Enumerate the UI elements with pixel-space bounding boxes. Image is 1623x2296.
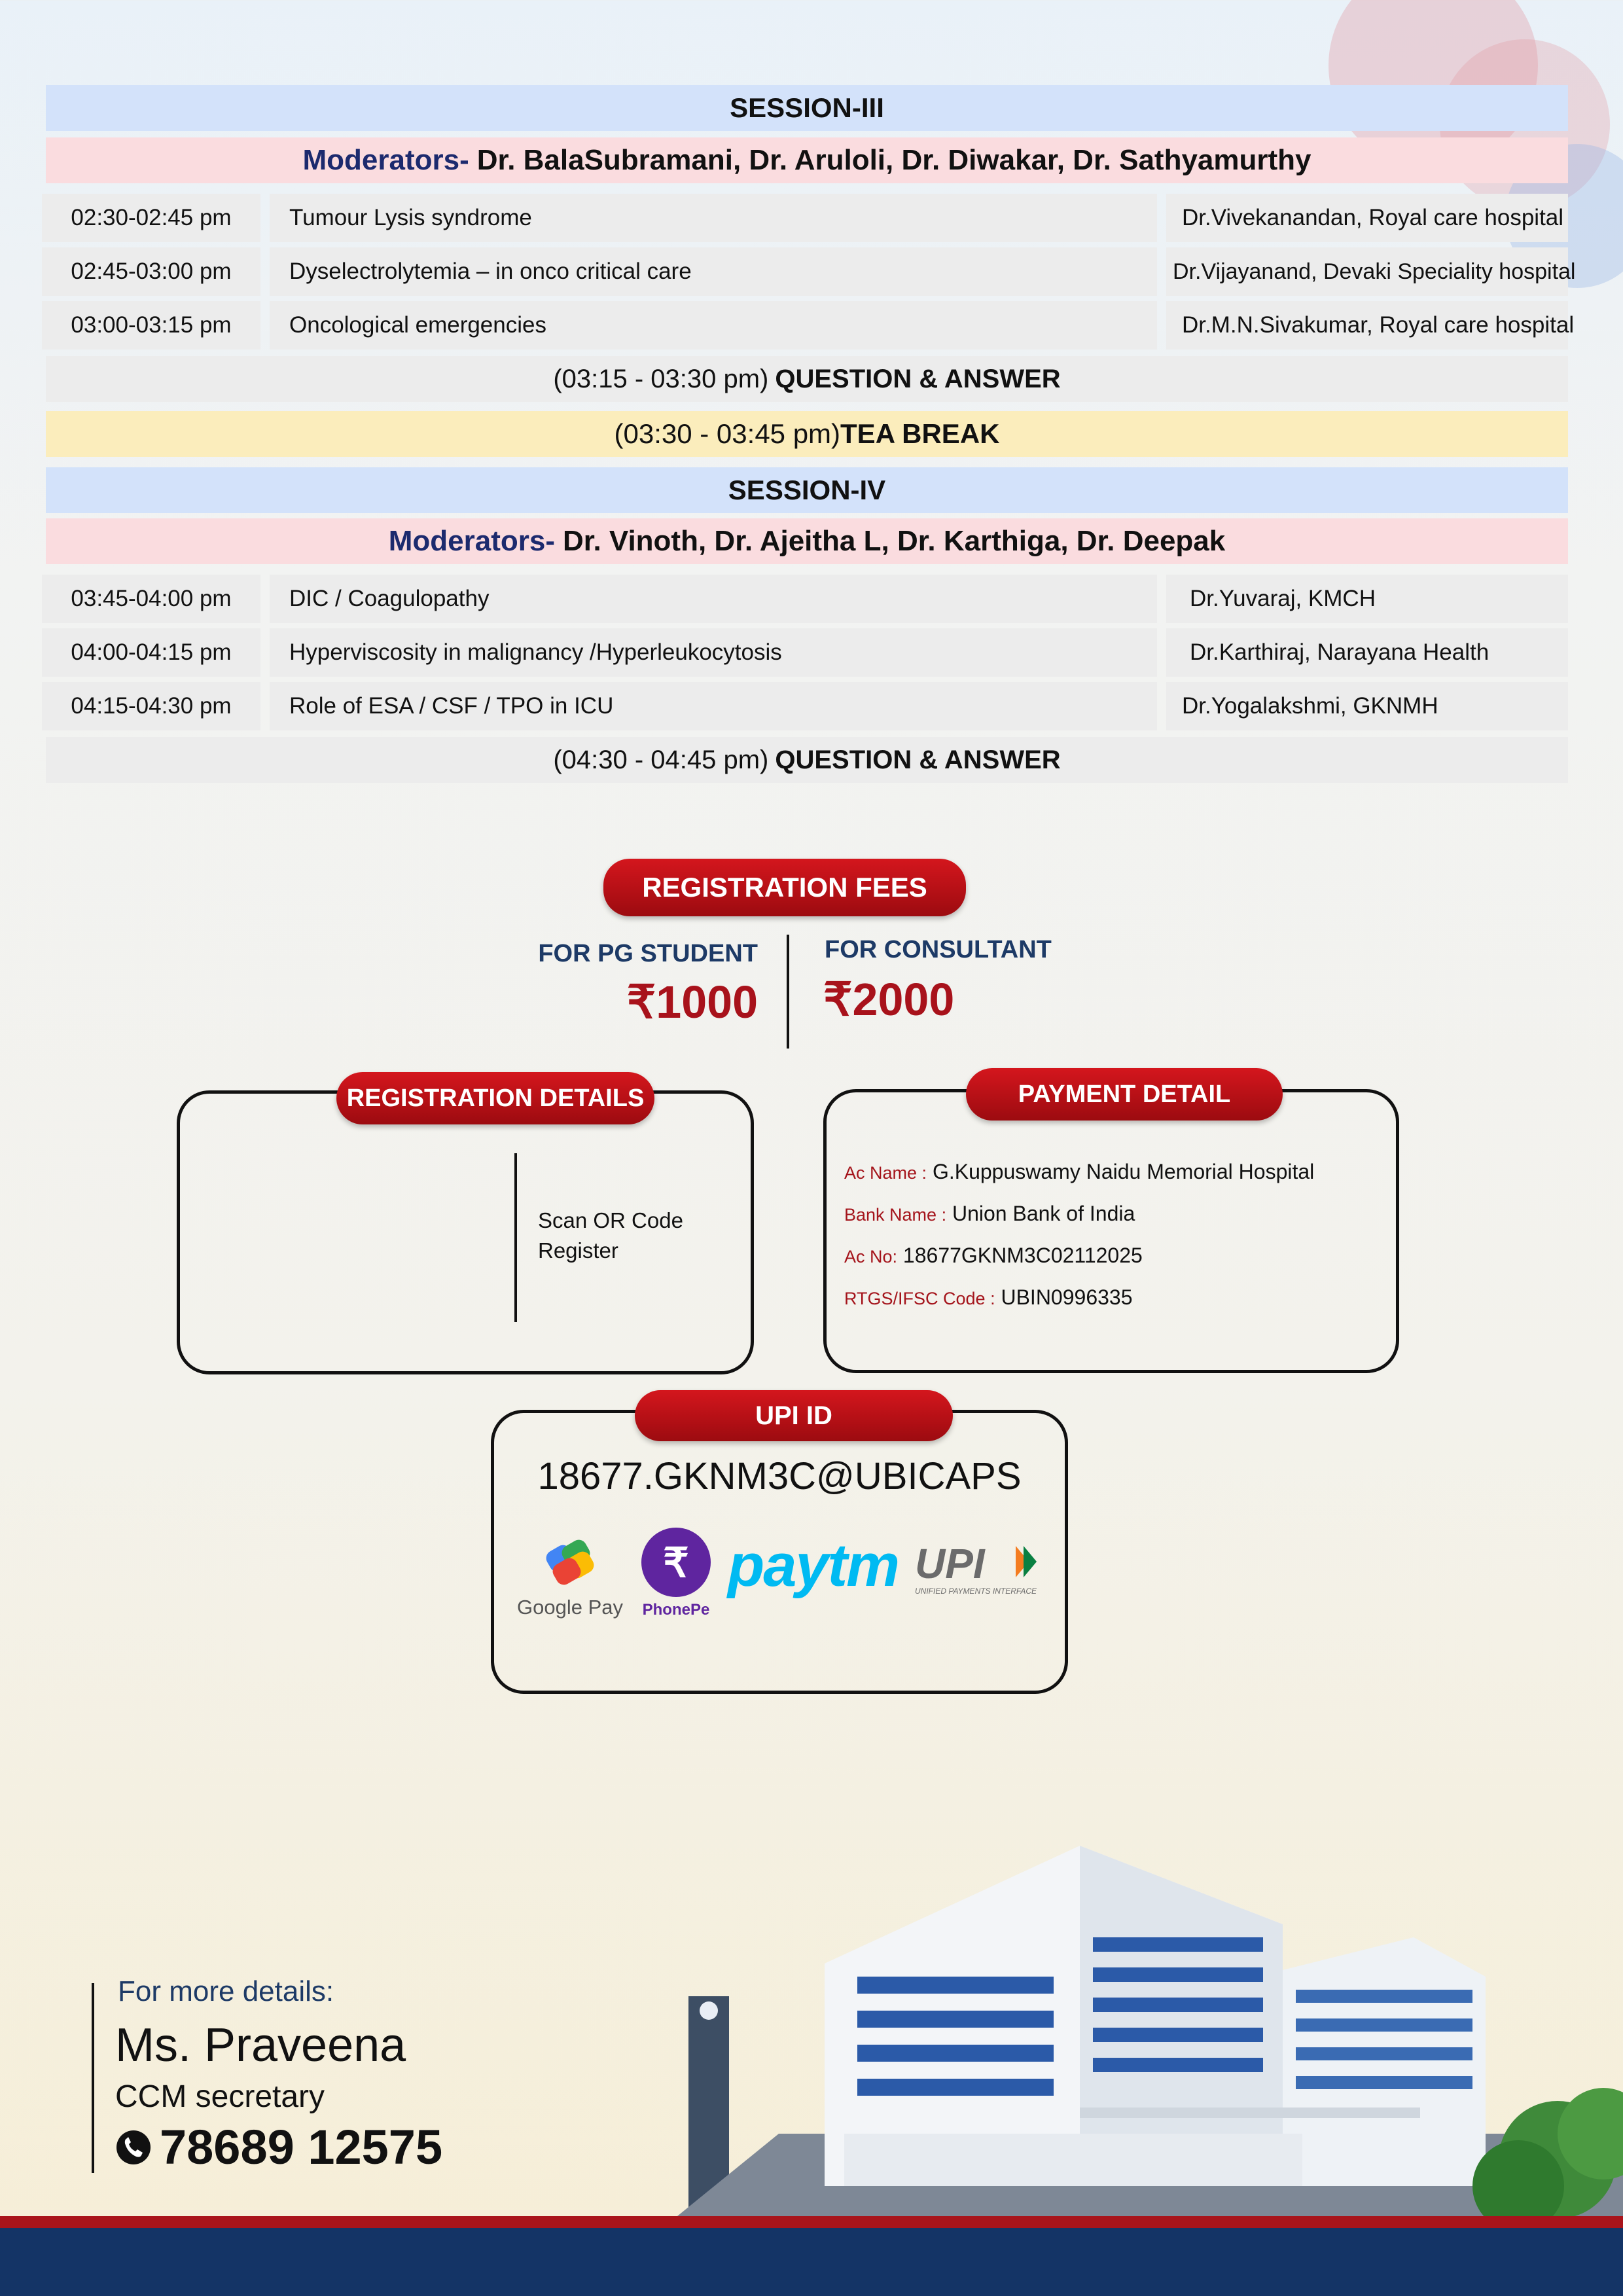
scan-line-2: Register [538,1238,618,1263]
google-pay-icon [546,1539,594,1585]
talk-row: 04:15-04:30 pm Role of ESA / CSF / TPO i… [42,682,1568,730]
footer-red-band [0,2216,1623,2228]
bank-name-value: Union Bank of India [952,1202,1135,1225]
registration-details-title: REGISTRATION DETAILS [336,1072,654,1124]
account-number-label: Ac No: [844,1247,898,1266]
talk-time: 03:00-03:15 pm [42,301,260,350]
upi-title: UPI ID [635,1390,953,1441]
talk-time: 04:15-04:30 pm [42,682,260,730]
hospital-building-image [674,1846,1623,2219]
phone-icon [116,2130,151,2164]
account-number-row: Ac No: 18677GKNM3C02112025 [844,1244,1143,1268]
talk-row: 04:00-04:15 pm Hyperviscosity in maligna… [42,628,1568,677]
qa-label: QUESTION & ANSWER [775,364,1061,393]
pg-student-label: FOR PG STUDENT [538,940,758,967]
contact-name: Ms. Praveena [115,2019,406,2072]
footer-blue-band [0,2228,1623,2296]
talk-speaker: Dr.Yuvaraj, KMCH [1166,575,1568,623]
tea-label: TEA BREAK [840,418,1000,449]
account-name-value: G.Kuppuswamy Naidu Memorial Hospital [932,1160,1315,1183]
talk-topic: Oncological emergencies [270,301,1157,350]
phonepe-icon: ₹ [641,1528,711,1597]
talk-speaker: Dr.Vivekanandan, Royal care hospital [1166,194,1568,242]
upi-subtitle: UNIFIED PAYMENTS INTERFACE [915,1587,1037,1596]
qa-time: (04:30 - 04:45 pm) [553,745,769,774]
session-3-qa: (03:15 - 03:30 pm) QUESTION & ANSWER [46,356,1568,402]
account-name-label: Ac Name : [844,1163,927,1183]
qa-label: QUESTION & ANSWER [775,745,1061,774]
talk-row: 03:45-04:00 pm DIC / Coagulopathy Dr.Yuv… [42,575,1568,623]
contact-intro: For more details: [118,1975,334,2007]
upi-logo: UPI UNIFIED PAYMENTS INTERFACE [915,1539,1052,1598]
ifsc-value: UBIN0996335 [1001,1285,1133,1309]
bank-name-row: Bank Name : Union Bank of India [844,1202,1135,1226]
session-4-qa: (04:30 - 04:45 pm) QUESTION & ANSWER [46,737,1568,783]
talk-speaker: Dr.Yogalakshmi, GKNMH [1166,682,1568,730]
talk-topic: Dyselectrolytemia – in onco critical car… [270,247,1157,296]
account-name-row: Ac Name : G.Kuppuswamy Naidu Memorial Ho… [844,1160,1314,1184]
talk-speaker: Dr.Vijayanand, Devaki Speciality hospita… [1166,247,1576,296]
upi-arrow-icon [1016,1546,1037,1577]
tea-time: (03:30 - 03:45 pm) [614,418,841,449]
talk-topic: Role of ESA / CSF / TPO in ICU [270,682,1157,730]
phonepe-label: PhonePe [642,1601,710,1619]
qr-divider [514,1153,517,1322]
session-3-title: SESSION-III [46,85,1568,131]
phonepe-logo: ₹ PhonePe [635,1528,716,1624]
fees-divider [787,935,789,1049]
talk-row: 02:45-03:00 pm Dyselectrolytemia – in on… [42,247,1576,296]
paytm-logo: paytm [728,1532,900,1599]
scan-instruction: Scan OR Code Register [538,1206,683,1266]
contact-phone: 78689 12575 [160,2120,443,2174]
session-3-moderators: Moderators- Dr. BalaSubramani, Dr. Arulo… [46,137,1568,183]
google-pay-label: Google Pay [517,1596,623,1619]
upi-wordmark: UPI [915,1540,985,1587]
contact-divider [92,1983,94,2173]
scan-line-1: Scan OR Code [538,1208,683,1232]
payment-detail-title: PAYMENT DETAIL [966,1068,1283,1121]
moderators-label: Moderators- [302,144,469,176]
google-pay-logo: Google Pay [514,1538,626,1623]
contact-phone-row[interactable]: 78689 12575 [115,2119,442,2175]
ifsc-row: RTGS/IFSC Code : UBIN0996335 [844,1285,1133,1310]
moderators-names: Dr. BalaSubramani, Dr. Aruloli, Dr. Diwa… [476,144,1311,176]
payment-detail-box [823,1089,1399,1373]
qa-time: (03:15 - 03:30 pm) [553,364,769,393]
talk-speaker: Dr.M.N.Sivakumar, Royal care hospital [1166,301,1574,350]
moderators-label: Moderators- [388,525,555,557]
tea-break: (03:30 - 03:45 pm) TEA BREAK [46,411,1568,457]
bank-name-label: Bank Name : [844,1205,947,1225]
talk-time: 02:45-03:00 pm [42,247,260,296]
talk-time: 02:30-02:45 pm [42,194,260,242]
consultant-amount: ₹2000 [823,974,955,1025]
talk-speaker: Dr.Karthiraj, Narayana Health [1166,628,1568,677]
moderators-names: Dr. Vinoth, Dr. Ajeitha L, Dr. Karthiga,… [562,525,1226,557]
talk-time: 04:00-04:15 pm [42,628,260,677]
pg-student-amount: ₹1000 [626,977,758,1028]
consultant-label: FOR CONSULTANT [825,936,1052,963]
session-4-title: SESSION-IV [46,467,1568,513]
talk-topic: DIC / Coagulopathy [270,575,1157,623]
talk-time: 03:45-04:00 pm [42,575,260,623]
registration-fees-title: REGISTRATION FEES [603,859,966,916]
ifsc-label: RTGS/IFSC Code : [844,1289,995,1308]
upi-id: 18677.GKNM3C@UBICAPS [537,1455,1022,1498]
talk-topic: Tumour Lysis syndrome [270,194,1157,242]
contact-role: CCM secretary [115,2079,325,2114]
talk-row: 03:00-03:15 pm Oncological emergencies D… [42,301,1574,350]
session-4-moderators: Moderators- Dr. Vinoth, Dr. Ajeitha L, D… [46,518,1568,564]
talk-topic: Hyperviscosity in malignancy /Hyperleuko… [270,628,1157,677]
account-number-value: 18677GKNM3C02112025 [902,1244,1143,1267]
talk-row: 02:30-02:45 pm Tumour Lysis syndrome Dr.… [42,194,1568,242]
